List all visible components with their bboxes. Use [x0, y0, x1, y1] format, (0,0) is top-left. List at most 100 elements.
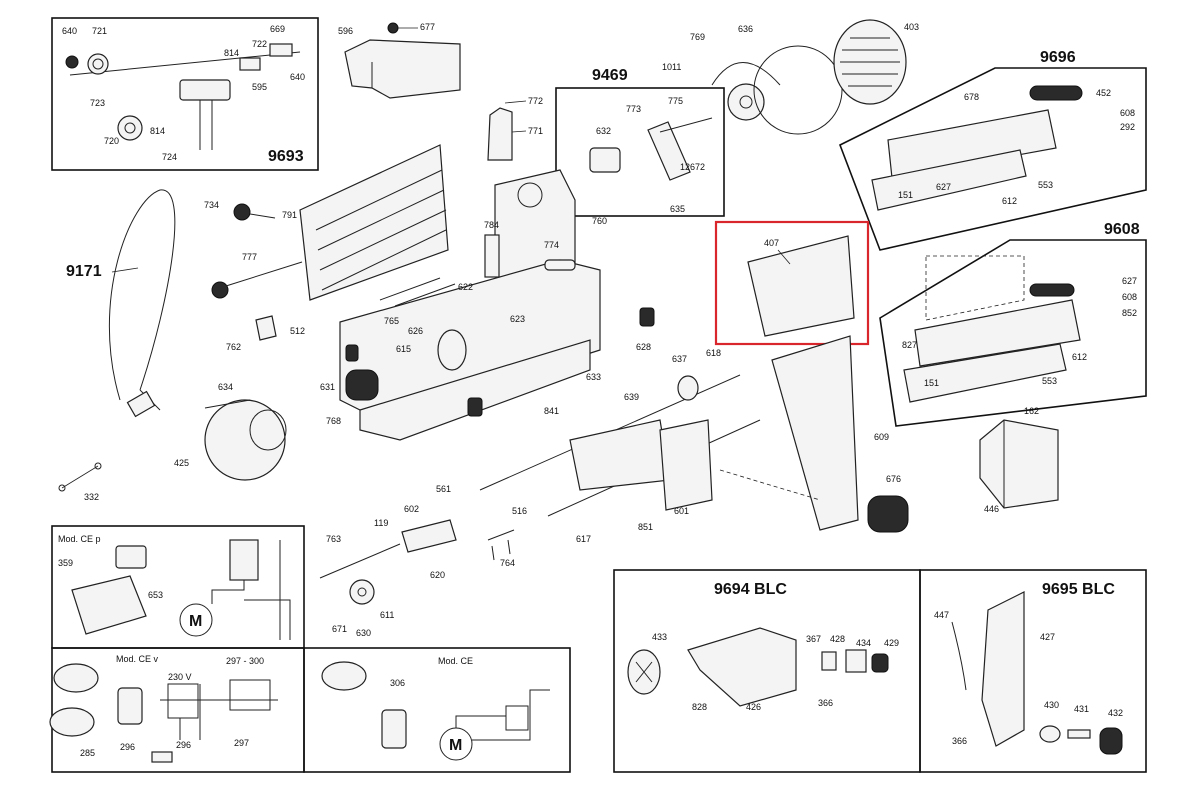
handle-assembly: 763 119 602 764 620 611 671 630	[319, 504, 515, 638]
motor-part	[204, 399, 286, 481]
part-label: 427	[1040, 632, 1055, 642]
part-label: 431	[1074, 704, 1089, 714]
part-label: 516	[512, 506, 527, 516]
group-number: 9469	[592, 67, 628, 84]
part-label: 609	[874, 432, 889, 442]
part-label: 447	[934, 610, 949, 620]
part-label: 760	[592, 216, 607, 226]
highlight-box	[714, 220, 870, 346]
part-label: 285	[80, 748, 95, 758]
top-cover: 596 677	[338, 22, 461, 99]
part-label: 618	[706, 348, 721, 358]
part-label: 612	[1002, 196, 1017, 206]
blade-assembly: 769 636 403 1011	[662, 19, 919, 135]
handle-grip	[1029, 283, 1075, 297]
group-number: 9171	[66, 263, 102, 280]
cap-part	[871, 653, 889, 673]
inset-9695-frame	[919, 569, 1147, 773]
part-label: 724	[162, 152, 177, 162]
part-label: 367	[806, 634, 821, 644]
part-label: 446	[984, 504, 999, 514]
part-label: 512	[290, 326, 305, 336]
pin-part	[544, 259, 576, 271]
part-label: 773	[626, 104, 641, 114]
inset-9696: 9696 452 678 608 292 151 627 612 553	[838, 49, 1147, 251]
part-label: 722	[252, 39, 267, 49]
part-label: 723	[90, 98, 105, 108]
part-label: 734	[204, 200, 219, 210]
part-label: 640	[62, 26, 77, 36]
part-label: 639	[624, 392, 639, 402]
part-label: 764	[500, 558, 515, 568]
part-label: 608	[1122, 292, 1137, 302]
part-label: 425	[174, 458, 189, 468]
inset-9693-frame	[51, 17, 319, 171]
knob-part	[867, 495, 909, 533]
part-label: 119	[374, 518, 388, 528]
part-label: 637	[672, 354, 687, 364]
part-label: 633	[586, 372, 601, 382]
bushing-part	[1039, 725, 1061, 743]
button-part	[115, 545, 147, 569]
part-label: 1011	[662, 62, 681, 72]
group-number: 9696	[1040, 49, 1076, 66]
inset-9696-frame	[838, 67, 1147, 251]
part-label: 426	[746, 702, 761, 712]
knob-part	[345, 369, 379, 401]
part-label: 407	[764, 238, 779, 248]
part-label: 601	[674, 506, 689, 516]
part-label: 653	[148, 590, 163, 600]
inset-9469: 9469 773 775 632 12672 635	[555, 67, 725, 217]
part-label: 721	[92, 26, 107, 36]
part-label: 553	[1042, 376, 1057, 386]
part-label: 403	[904, 22, 919, 32]
part-label: 595	[252, 82, 267, 92]
pusher-plate	[914, 299, 1081, 367]
part-label: 771	[528, 126, 543, 136]
knob-part	[1099, 727, 1123, 755]
panel-frame	[303, 647, 571, 773]
part-label: 297	[234, 738, 249, 748]
panel-mod-ce: Mod. CE M 306	[303, 647, 571, 773]
bracket-part	[179, 79, 231, 101]
switch-part	[117, 687, 143, 725]
motor-letter: M	[449, 737, 462, 754]
part-label: 852	[1122, 308, 1137, 318]
part-label: 814	[224, 48, 239, 58]
knob-part	[211, 281, 229, 299]
part-label: 622	[458, 282, 473, 292]
part-label: 366	[818, 698, 833, 708]
terminal-block	[229, 539, 259, 581]
part-label: 151	[924, 378, 939, 388]
lever-part	[647, 121, 691, 181]
part-label: 784	[484, 220, 499, 230]
part-label: 162	[1024, 406, 1039, 416]
cam-part	[349, 579, 375, 605]
inset-9608-frame	[879, 239, 1147, 427]
part-label: 841	[544, 406, 559, 416]
highlighted-part-407: 407	[714, 220, 870, 346]
carriage-assembly: 637 618 639 609 676 561 516 601 851 617	[436, 335, 909, 544]
panel-mod-ce-v: Mod. CE v 297 - 300 230 V 296 285 297 29…	[49, 647, 305, 773]
blade-guard	[299, 144, 449, 301]
part-label: 791	[282, 210, 297, 220]
part-label: 359	[58, 558, 73, 568]
part-label: 828	[692, 702, 707, 712]
part-label: 596	[338, 26, 353, 36]
part-label: 768	[326, 416, 341, 426]
part-label: 430	[1044, 700, 1059, 710]
part-label: 561	[436, 484, 451, 494]
bracket-426	[687, 627, 797, 707]
part-label: 763	[326, 534, 341, 544]
bushing-part	[239, 57, 261, 71]
switch-part	[381, 709, 407, 749]
part-label: 765	[384, 316, 399, 326]
part-label: 669	[270, 24, 285, 34]
part-label: 296	[120, 742, 135, 752]
module-title: Mod. CE v	[116, 654, 159, 664]
part-label: 612	[1072, 352, 1087, 362]
carriage-609	[771, 335, 859, 531]
inset-9469-frame	[555, 87, 725, 217]
part-label: 630	[356, 628, 371, 638]
